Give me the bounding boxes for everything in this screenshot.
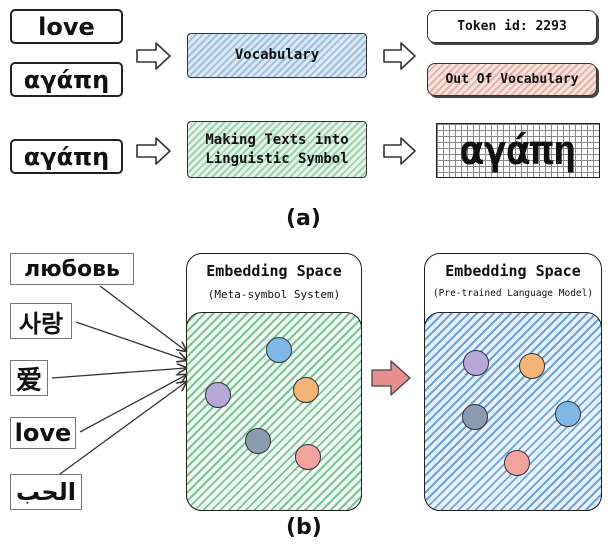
lang-korean: 사랑 — [10, 303, 72, 339]
embedding-dot — [462, 404, 488, 430]
lang-russian: любовь — [10, 253, 134, 285]
arrow-to-plm-space — [371, 360, 411, 396]
input-word-love: love — [10, 9, 123, 44]
vocabulary-label: Vocabulary — [234, 47, 320, 64]
embedding-dot — [463, 350, 489, 376]
input-word-agape: αγάπη — [10, 62, 123, 97]
token-id-label: Token id: 2293 — [457, 19, 567, 34]
token-id-box: Token id: 2293 — [427, 10, 597, 43]
arrow-to-vocabulary — [136, 42, 171, 70]
embedding-dot — [205, 382, 231, 408]
pixel-text: αγάπη — [460, 127, 576, 174]
right-space-title: Embedding Space — [445, 262, 581, 280]
embedding-dot — [245, 428, 271, 454]
pixel-rendered-text: αγάπη — [436, 123, 600, 178]
embedding-dot — [293, 377, 319, 403]
arrow-russian — [99, 285, 186, 351]
arrow-from-making — [383, 137, 416, 165]
making-label-line1: Making Texts into — [205, 131, 349, 148]
arrow-to-making — [136, 137, 171, 165]
making-label-line2: Linguistic Symbol — [205, 150, 349, 167]
making-texts-box: Making Texts into Linguistic Symbol — [187, 121, 367, 178]
vocabulary-box: Vocabulary — [187, 33, 367, 78]
left-space-title: Embedding Space — [206, 262, 342, 280]
left-space-subtitle: (Meta-symbol System) — [207, 288, 341, 301]
arrow-arabic — [59, 382, 186, 475]
caption-a: (a) — [286, 206, 321, 231]
caption-b: (b) — [286, 515, 322, 540]
arrow-english — [79, 375, 186, 433]
arrow-korean — [75, 321, 186, 360]
input-word-agape-2: αγάπη — [10, 139, 123, 174]
embedding-dot — [295, 444, 321, 470]
embedding-dot — [266, 337, 292, 363]
oov-box: Out Of Vocabulary — [427, 63, 597, 96]
embedding-dot — [555, 401, 581, 427]
lang-arabic: الحب — [10, 474, 82, 510]
arrow-chinese — [51, 368, 186, 379]
oov-label: Out Of Vocabulary — [445, 72, 579, 87]
right-space-subtitle: (Pre-trained Language Model) — [432, 288, 594, 299]
lang-english: love — [10, 417, 76, 449]
arrow-from-vocabulary — [383, 42, 416, 70]
embedding-dot — [519, 353, 545, 379]
embedding-dot — [504, 450, 530, 476]
lang-chinese: 爱 — [10, 360, 48, 396]
